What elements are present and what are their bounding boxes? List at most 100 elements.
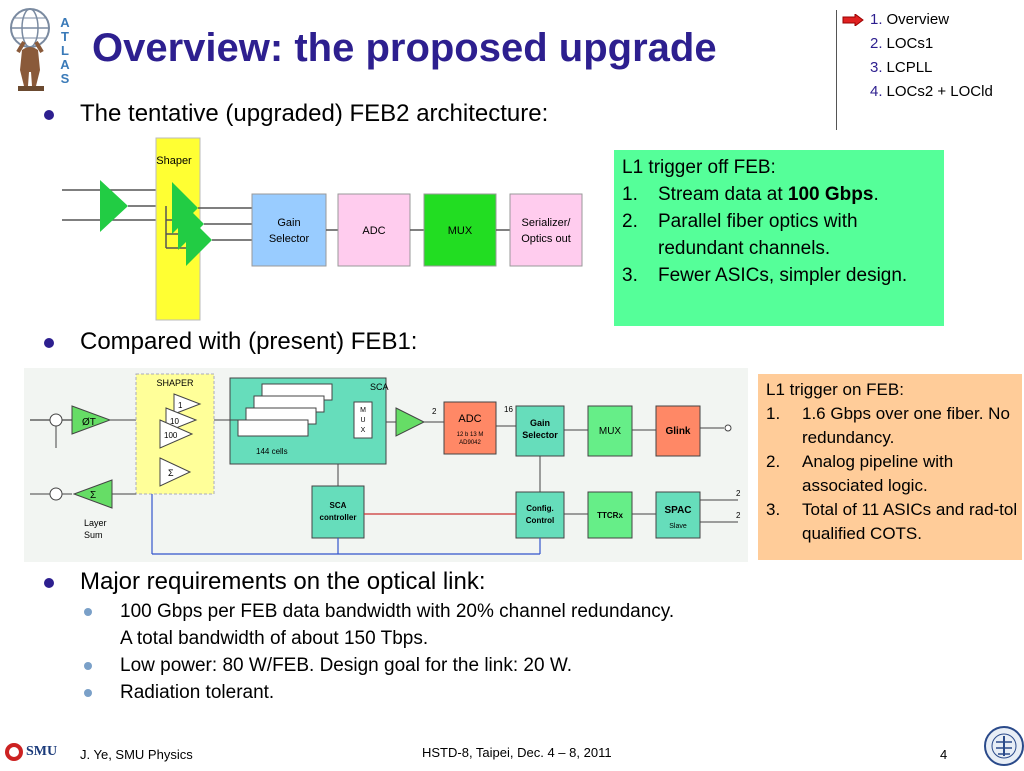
item-text: Analog pipeline with associated logic.: [802, 452, 954, 495]
sca-mux: [353, 401, 373, 439]
requirement-line: 100 Gbps per FEB data bandwidth with 20%…: [120, 601, 675, 622]
gain-label: 1: [178, 401, 183, 410]
item-num: 3.: [766, 500, 781, 519]
shaper-label: Shaper: [156, 155, 192, 167]
gain-label: 10: [170, 417, 179, 426]
nav-item-lcpll[interactable]: 3.LCPLL: [842, 56, 1022, 80]
shaper-triangle: [186, 214, 212, 266]
mux-label: MUX: [448, 225, 473, 237]
university-seal: [984, 726, 1024, 766]
item-text: Parallel fiber optics with redundant cha…: [658, 211, 858, 259]
nav-label: LOCs1: [886, 35, 934, 52]
config-control-block: [515, 491, 565, 539]
gain-selector-label: Selector: [269, 233, 310, 245]
sca-cell-row: [237, 419, 309, 437]
sca-label: SCA: [370, 382, 389, 392]
requirement-item: Radiation tolerant.: [120, 682, 275, 703]
serializer-label: Optics out: [521, 233, 571, 245]
item-num: 3.: [622, 265, 638, 286]
footer-event: HSTD-8, Taipei, Dec. 4 – 8, 2011: [422, 745, 612, 760]
feb1-diagram: ØT Σ Layer Sum SHAPER 1 10 100 Σ SCA 144…: [24, 368, 748, 562]
requirement-item: Low power: 80 W/FEB. Design goal for the…: [120, 655, 572, 676]
list-item: 2. Analog pipeline with associated logic.: [766, 450, 1022, 498]
sca-controller-label: controller: [320, 513, 357, 522]
wire-label: 2: [736, 511, 741, 520]
current-arrow-icon: [842, 14, 864, 26]
preamp-triangle: [100, 180, 128, 232]
preamp-triangle: [71, 405, 112, 435]
logo-letter: A: [60, 57, 70, 72]
nav-item-locs1[interactable]: 2.LOCs1: [842, 32, 1022, 56]
adc-label: ADC: [458, 413, 481, 425]
item-bold: 100 Gbps: [787, 184, 874, 205]
university-seal-icon: [984, 726, 1024, 766]
gain-selector-label: Gain: [277, 217, 300, 229]
gain-selector-block: [515, 405, 565, 457]
gain-selector-block: [251, 193, 327, 267]
sub-bullet: [84, 689, 92, 697]
serializer-block: [509, 193, 583, 267]
fiber-output-node: [724, 424, 732, 432]
l1-trigger-off-box: L1 trigger off FEB: 1. Stream data at 100…: [614, 150, 944, 326]
spac-label: SPAC: [664, 505, 691, 516]
adc-label: ADC: [362, 225, 385, 237]
mux-letter: U: [360, 417, 365, 424]
sum-label: Σ: [168, 468, 174, 478]
config-control-label: Control: [526, 516, 554, 525]
gain-label: 100: [164, 431, 178, 440]
glink-block: [655, 405, 701, 457]
nav-item-overview[interactable]: 1.Overview: [842, 8, 1022, 32]
slide-title: Overview: the proposed upgrade: [92, 26, 717, 70]
glink-label: Glink: [665, 426, 690, 437]
smu-text: SMU: [26, 744, 58, 759]
input-node: [49, 413, 63, 427]
logo-letter: L: [61, 43, 69, 58]
nav-divider: [836, 10, 837, 130]
atlas-logo: A T L A S: [4, 6, 84, 92]
config-control-label: Config.: [526, 504, 554, 513]
section-nav: 1.Overview 2.LOCs1 3.LCPLL 4.LOCs2 + LOC…: [842, 8, 1022, 104]
item-tail: .: [873, 184, 879, 205]
mux-label: MUX: [599, 426, 622, 437]
feb2-diagram: Shaper Gain Selector ADC MUX Serializer/…: [62, 137, 583, 321]
cells-label: 144 cells: [256, 447, 288, 456]
nav-num: 2.: [870, 35, 883, 52]
wire-label: 2: [432, 407, 437, 416]
item-text: Fewer ASICs, simpler design.: [658, 265, 908, 286]
adc-block: [443, 401, 497, 455]
shaper-label: SHAPER: [156, 378, 194, 388]
item-text: Stream data at: [658, 184, 788, 205]
sum-triangle: [159, 457, 192, 487]
nav-label: Overview: [886, 11, 950, 28]
l1-trigger-on-box: L1 trigger on FEB: 1.1.6 Gbps over one f…: [758, 374, 1022, 560]
nav-num: 3.: [870, 59, 883, 76]
item-num: 1.: [622, 184, 638, 205]
nav-label: LOCs2 + LOCld: [886, 83, 993, 100]
serializer-label: Serializer/: [522, 217, 572, 229]
spac-sub: Slave: [669, 523, 687, 530]
spac-block: [655, 491, 701, 539]
mux-block: [587, 405, 633, 457]
sca-controller-label: SCA: [330, 501, 347, 510]
logo-letter: T: [61, 29, 69, 44]
section3-heading: Major requirements on the optical link:: [80, 568, 486, 595]
wire-label: 2: [736, 489, 741, 498]
item-num: 2.: [766, 452, 781, 471]
adc-block: [337, 193, 411, 267]
ttcrx-block: [587, 491, 633, 539]
adc-sub: AD9042: [459, 440, 481, 446]
list-item: 1. Stream data at 100 Gbps.: [622, 181, 944, 208]
box1-heading: L1 trigger off FEB:: [622, 157, 776, 178]
nav-num: 4.: [870, 83, 883, 100]
smu-logo: SMU: [4, 742, 68, 764]
section2-heading: Compared with (present) FEB1:: [80, 328, 418, 355]
nav-num: 1.: [870, 11, 883, 28]
bullet: [44, 338, 54, 348]
gain-selector-label: Selector: [522, 430, 558, 440]
nav-item-locs2[interactable]: 4.LOCs2 + LOCld: [842, 80, 1022, 104]
bullet: [44, 578, 54, 588]
adc-sub: 12 b 13 M: [457, 432, 484, 438]
list-item: 2.Parallel fiber optics with redundant c…: [622, 208, 944, 262]
phi-label: ØT: [82, 417, 96, 428]
sum-label: Σ: [90, 490, 96, 501]
